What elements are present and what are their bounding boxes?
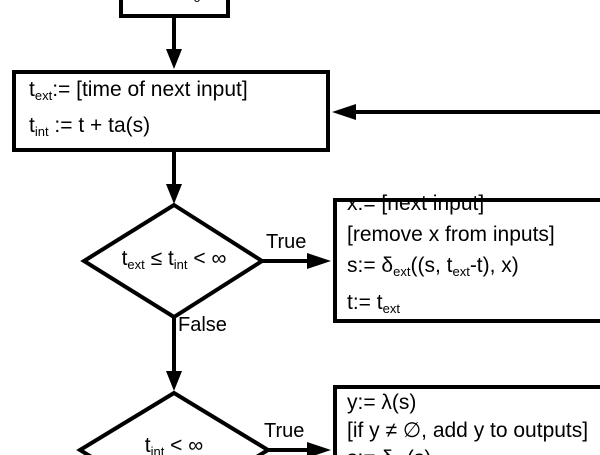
- int-trans-line-3: s:= δint(s): [347, 445, 600, 455]
- time-update-box: text:= [time of next input] tint := t + …: [12, 70, 330, 152]
- internal-transition-box: y:= λ(s) [if y ≠ ∅, add y to outputs] s:…: [333, 385, 600, 455]
- arrow-init-to-time-update-head: [166, 49, 182, 69]
- arrow-loopback-head: [332, 104, 356, 120]
- false-label-1: False: [178, 314, 227, 336]
- init-box: s:= s0: [119, 0, 230, 18]
- ext-trans-line-2: [remove x from inputs]: [347, 222, 555, 246]
- arrow-true2-head: [307, 442, 331, 455]
- arrow-false1-head: [166, 371, 182, 391]
- arrow-time-update-to-ext-cond-head: [166, 184, 182, 204]
- int-trans-line-1: y:= λ(s): [347, 391, 417, 414]
- internal-event-condition-text: tint < ∞: [144, 434, 204, 455]
- external-event-condition-text: text ≤ tint < ∞: [121, 247, 227, 272]
- true-label-2: True: [264, 420, 305, 442]
- ext-trans-line-1: x:= [next input]: [347, 191, 485, 215]
- int-trans-line-2: [if y ≠ ∅, add y to outputs]: [347, 419, 589, 442]
- init-box-text: s:= s0: [123, 0, 226, 13]
- time-update-line-1: text:= [time of next input]: [29, 78, 248, 103]
- ext-trans-line-4: t:= text: [347, 290, 400, 316]
- time-update-line-2: tint := t + ta(s): [29, 114, 151, 139]
- ext-trans-line-3: s:= δext((s, text-t), x): [347, 253, 519, 279]
- external-transition-box: x:= [next input] [remove x from inputs] …: [333, 192, 600, 323]
- true-label-1: True: [266, 231, 307, 253]
- arrow-true1-head: [307, 253, 331, 269]
- internal-event-condition-diamond: [76, 390, 272, 455]
